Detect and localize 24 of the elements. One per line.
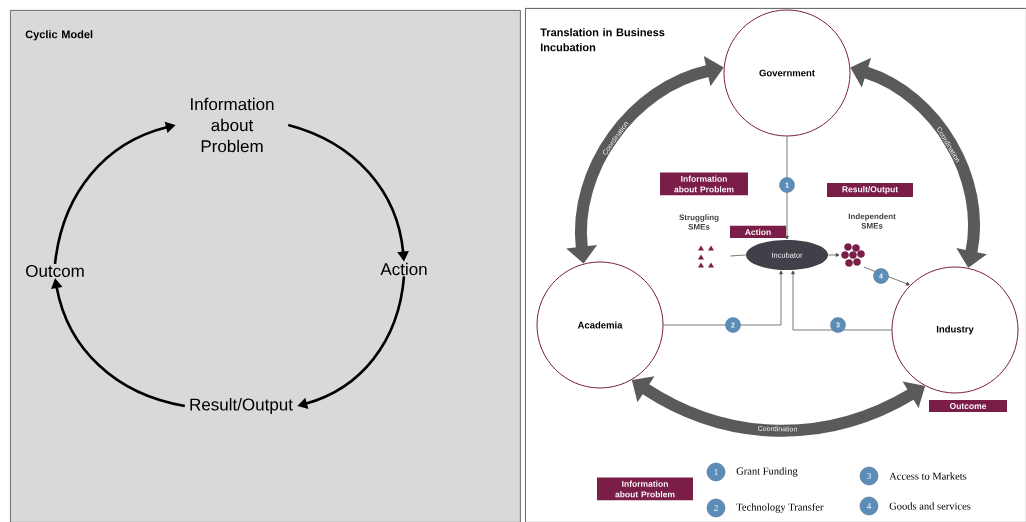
legend-text: Goods and services xyxy=(889,502,971,510)
label-box: Information about Problem xyxy=(597,477,693,501)
panel-heading: Cyclic Model xyxy=(25,30,93,41)
number-badge: 1 xyxy=(706,462,726,482)
cycle-label: Action xyxy=(380,262,427,276)
caption-text: Struggling SMEs xyxy=(679,214,719,230)
arrow xyxy=(785,136,789,240)
legend-text: Grant Funding xyxy=(736,467,798,477)
arrow xyxy=(827,253,840,257)
panel-heading: Translation in Business Incubation xyxy=(540,28,665,52)
cycle-label: Information about Problem xyxy=(191,97,274,153)
arrow xyxy=(663,270,783,326)
number-badge: 3 xyxy=(859,466,879,486)
caption-text: Independent SMEs xyxy=(848,213,896,229)
cycle-label: Result/Output xyxy=(190,398,293,414)
number-badge: 2 xyxy=(706,498,726,518)
arrow xyxy=(863,266,910,286)
cycle-label: Outcom xyxy=(26,264,84,277)
arrow xyxy=(791,270,892,331)
legend-text: Access to Markets xyxy=(889,472,967,480)
label-box: Result/Output xyxy=(827,183,913,197)
number-badge: 4 xyxy=(859,496,879,516)
label-box: Information about Problem xyxy=(660,172,748,196)
legend-text: Technology Transfer xyxy=(736,503,824,513)
